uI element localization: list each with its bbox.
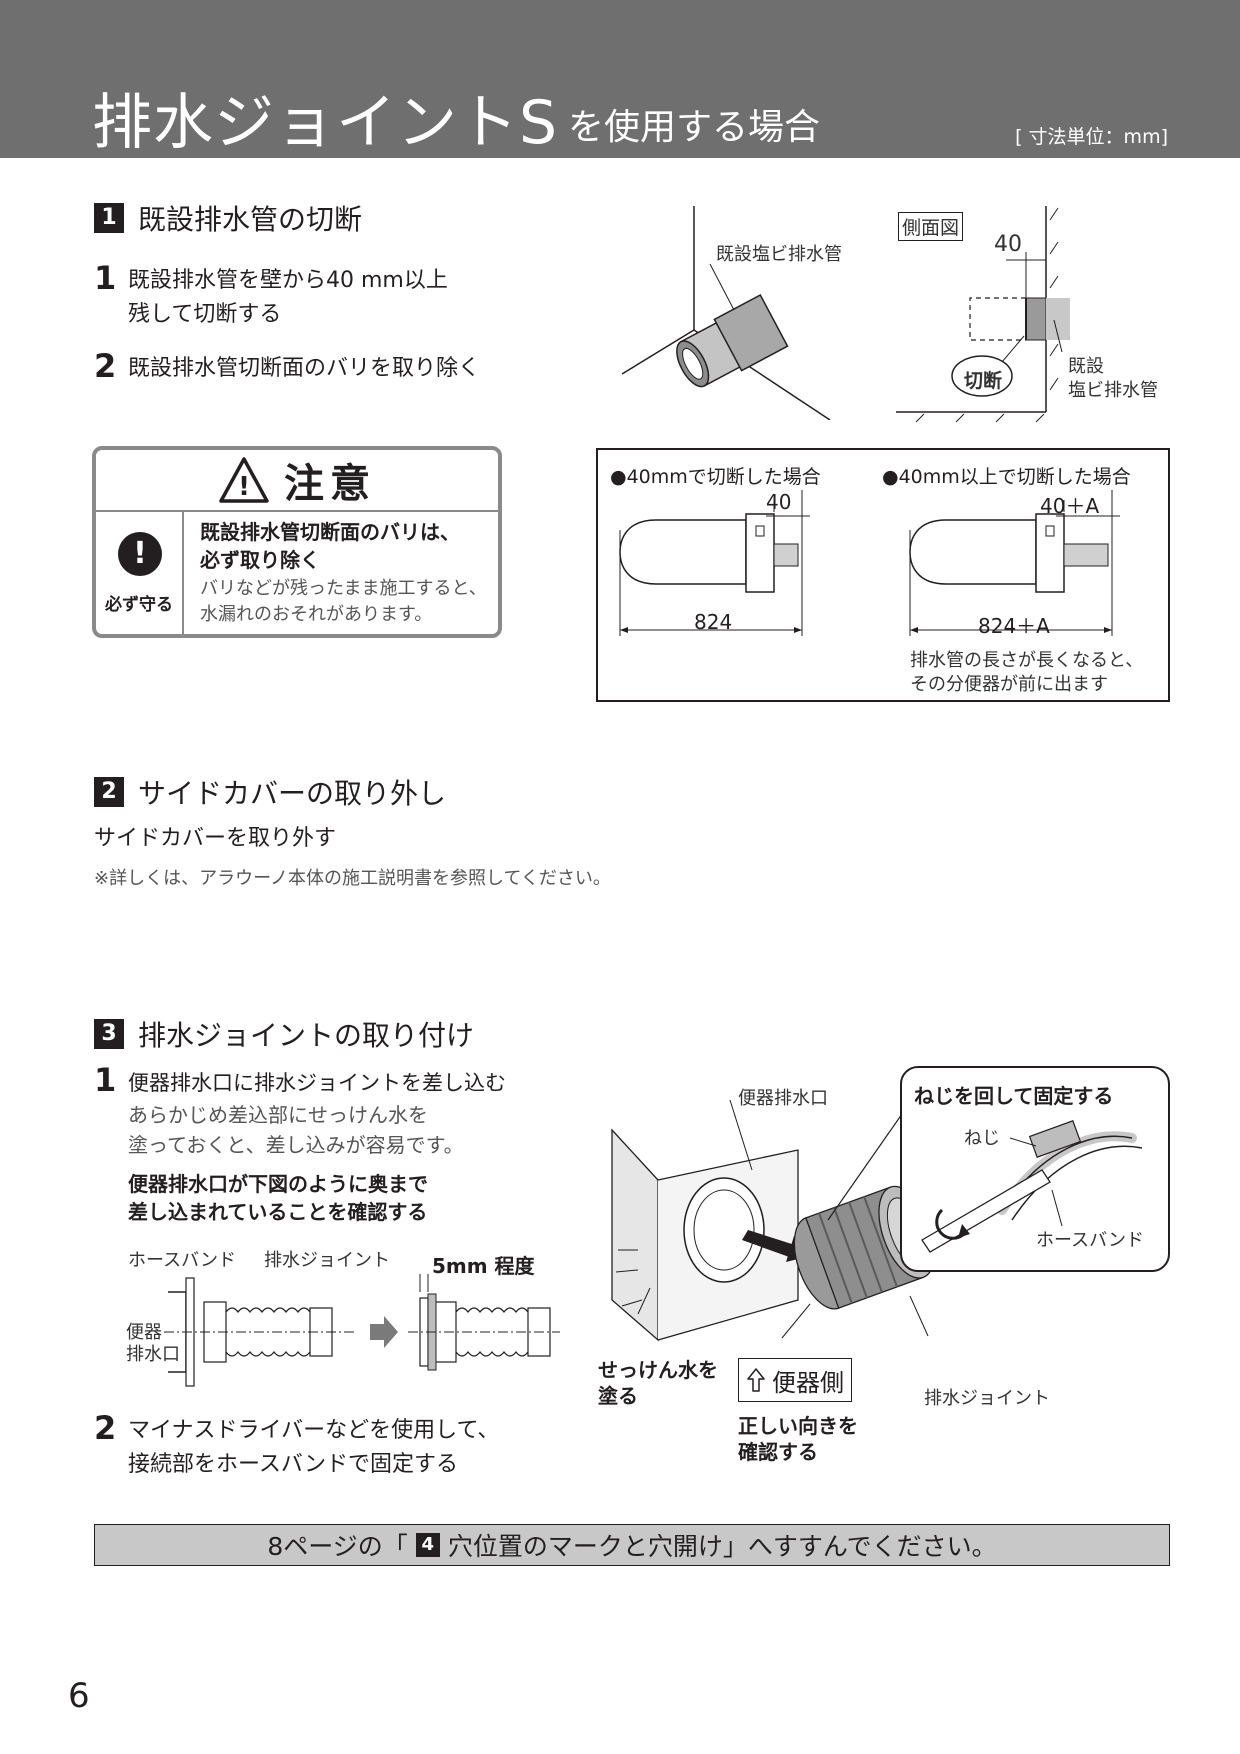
section2-heading: 2 サイドカバーの取り外し <box>94 772 446 812</box>
soap-label: せっけん水を <box>598 1358 718 1382</box>
section3-number: 3 <box>94 1019 124 1049</box>
step-text: 残して切断する <box>128 302 282 327</box>
section2-number: 2 <box>94 777 124 807</box>
cut-length-comparison-box <box>596 448 1170 702</box>
side-pipe-label-2: 塩ビ排水管 <box>1068 380 1158 401</box>
section3-title: 排水ジョイントの取り付け <box>138 1019 475 1052</box>
caution-symbol-cell: ! 必ず守る <box>96 510 184 634</box>
step-number: 2 <box>94 347 117 385</box>
insertion-cross-section <box>164 1274 560 1387</box>
pipe-wall-illustration <box>621 206 831 420</box>
side-view-title: 側面図 <box>898 212 964 241</box>
caution-bold-line: 既設排水管切断面のバリは、 <box>200 520 460 544</box>
case-left-dim-small: 40 <box>766 490 792 514</box>
page-number: 6 <box>68 1676 90 1716</box>
nav-text: 8ページの「 <box>267 1532 408 1561</box>
side-pipe-label-1: 既設 <box>1068 356 1104 377</box>
case-left-title: ●40mmで切断した場合 <box>610 466 821 488</box>
case-right-dim-total: 824＋A <box>978 614 1050 638</box>
diagram-gap-label: 5mm 程度 <box>432 1254 535 1278</box>
section1-step1: 1 既設排水管を壁から40 mm以上 残して切断する <box>94 259 448 332</box>
callout-screw-label: ねじ <box>964 1128 1000 1149</box>
case-right-note: 排水管の長さが長くなると、 <box>910 650 1144 671</box>
step-check: 便器排水口が下図のように奥まで <box>128 1172 428 1196</box>
step-text: 便器排水口に排水ジョイントを差し込む <box>128 1071 506 1095</box>
diagram-outlet-label: 便器 <box>126 1322 162 1343</box>
mandatory-icon: ! <box>118 532 162 576</box>
section2-body: サイドカバーを取り外す <box>94 826 337 851</box>
unit-note: [ 寸法単位：mm] <box>1015 126 1168 148</box>
caution-header: ! 注意 <box>96 450 498 512</box>
caution-bold-line: 必ず取り除く <box>200 548 320 572</box>
side-view-dim: 40 <box>994 232 1022 257</box>
joint-label: 排水ジョイント <box>924 1388 1050 1409</box>
orientation-check-label: 確認する <box>738 1440 818 1464</box>
side-view-diagram <box>896 206 1070 423</box>
arrow-up-icon <box>747 1368 765 1392</box>
section3-step2: 2 マイナスドライバーなどを使用して、 接続部をホースバンドで固定する <box>94 1409 500 1482</box>
screwdriver-band-illustration <box>921 1120 1143 1253</box>
caution-body-line: 水漏れのおそれがあります。 <box>200 604 433 625</box>
step-number: 1 <box>94 259 117 297</box>
toilet-top-view-left <box>619 490 810 636</box>
section3-step1: 1 便器排水口に排水ジョイントを差し込む あらかじめ差込部にせっけん水を 塗って… <box>94 1061 506 1226</box>
case-right-title: ●40mm以上で切断した場合 <box>882 466 1131 488</box>
next-page-instruction: 8ページの「 4 穴位置のマークと穴開け」へすすんでください。 <box>94 1524 1170 1566</box>
warning-triangle-icon: ! <box>219 457 269 503</box>
section1-heading: 1 既設排水管の切断 <box>94 198 362 238</box>
nav-section-number: 4 <box>415 1533 440 1557</box>
cut-label: 切断 <box>964 370 1003 392</box>
step-hint: 塗っておくと、差し込みが容易です。 <box>128 1133 464 1157</box>
toilet-top-view-right <box>909 490 1120 636</box>
section2-note: ※詳しくは、アラウーノ本体の施工説明書を参照してください。 <box>94 868 611 889</box>
step-number: 2 <box>94 1409 117 1447</box>
caution-box: ! 注意 ! 必ず守る 既設排水管切断面のバリは、 必ず取り除く バリなどが残っ… <box>92 446 502 638</box>
caution-body-line: バリなどが残ったまま施工すると、 <box>200 578 487 599</box>
orientation-check-label: 正しい向きを <box>738 1414 858 1438</box>
diagram-outlet-label: 排水口 <box>126 1344 180 1365</box>
section1-number: 1 <box>94 203 124 233</box>
section3-heading: 3 排水ジョイントの取り付け <box>94 1014 474 1054</box>
nav-text: 穴位置のマークと穴開け」へすすんでください。 <box>447 1532 997 1561</box>
toilet-side-badge: 便器側 <box>738 1358 852 1402</box>
section2-title: サイドカバーの取り外し <box>138 777 447 810</box>
caution-heading: 注意 <box>284 461 376 507</box>
existing-pipe-label: 既設塩ビ排水管 <box>716 244 842 265</box>
page-header <box>0 0 1240 158</box>
page-title: 排水ジョイントS <box>92 88 559 158</box>
step-text: マイナスドライバーなどを使用して、 <box>128 1418 500 1443</box>
diagram-joint-label: 排水ジョイント <box>264 1250 390 1271</box>
case-right-dim-small: 40＋A <box>1040 494 1100 518</box>
outlet-label: 便器排水口 <box>738 1088 828 1109</box>
toilet-side-label: 便器側 <box>772 1368 844 1397</box>
step-check: 差し込まれていることを確認する <box>128 1200 428 1224</box>
warning-triangle-mark: ! <box>238 472 250 502</box>
diagram-band-label: ホースバンド <box>128 1250 236 1271</box>
case-right-note: その分便器が前に出ます <box>910 674 1108 695</box>
step-text: 既設排水管を壁から40 mm以上 <box>128 268 448 293</box>
section1-title: 既設排水管の切断 <box>138 203 363 236</box>
callout-band-label: ホースバンド <box>1036 1230 1144 1251</box>
section1-step2: 2 既設排水管切断面のバリを取り除く <box>94 347 481 386</box>
step-hint: あらかじめ差込部にせっけん水を <box>128 1103 428 1127</box>
step-text: 接続部をホースバンドで固定する <box>128 1452 459 1477</box>
case-left-dim-total: 824 <box>694 610 733 634</box>
caution-text: 既設排水管切断面のバリは、 必ず取り除く バリなどが残ったまま施工すると、 水漏… <box>200 518 496 628</box>
callout-title: ねじを回して固定する <box>914 1084 1114 1108</box>
page-subtitle: を使用する場合 <box>568 107 821 148</box>
step-number: 1 <box>94 1061 117 1099</box>
mandatory-label: 必ず守る <box>105 595 173 615</box>
step-text: 既設排水管切断面のバリを取り除く <box>128 356 481 381</box>
soap-label: 塗る <box>598 1384 638 1408</box>
